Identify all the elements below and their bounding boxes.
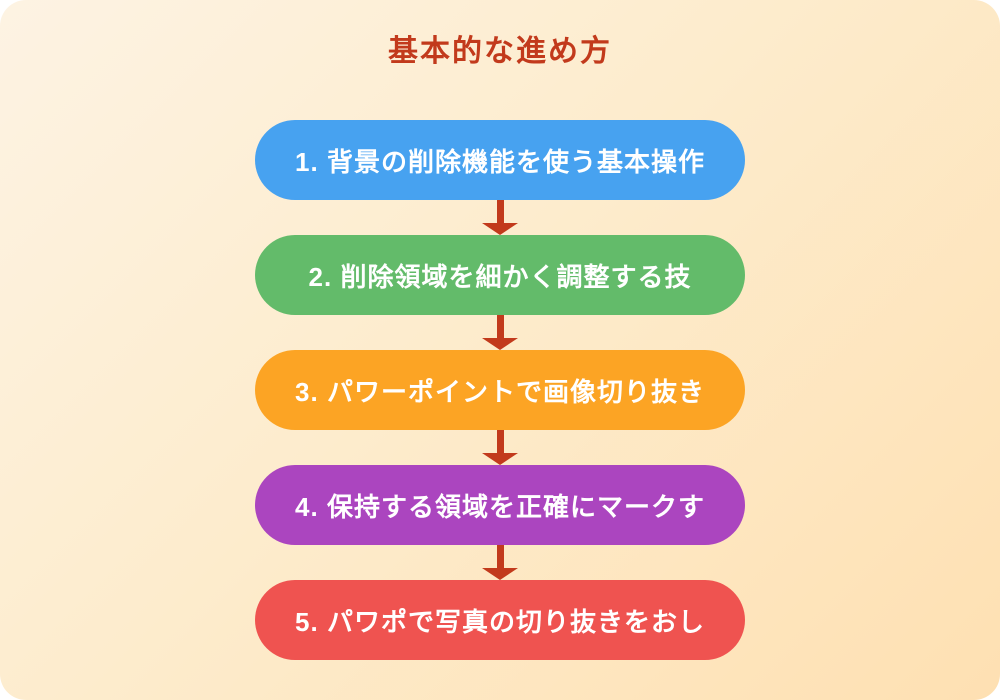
arrow-shaft [496,315,504,338]
step-pill-3: 3. パワーポイントで画像切り抜き [255,350,745,430]
step-pill-2: 2. 削除領域を細かく調整する技 [255,235,745,315]
arrow-head [482,338,518,350]
arrow-head [482,453,518,465]
arrow-head [482,568,518,580]
down-arrow-icon [482,430,518,465]
step-pill-1: 1. 背景の削除機能を使う基本操作 [255,120,745,200]
step-pill-5: 5. パワポで写真の切り抜きをおし [255,580,745,660]
arrow-shaft [496,430,504,453]
down-arrow-icon [482,200,518,235]
step-pill-4: 4. 保持する領域を正確にマークす [255,465,745,545]
arrow-head [482,223,518,235]
page-title: 基本的な進め方 [388,35,612,68]
arrow-shaft [496,200,504,223]
down-arrow-icon [482,315,518,350]
down-arrow-icon [482,545,518,580]
arrow-shaft [496,545,504,568]
flow-diagram: 1. 背景の削除機能を使う基本操作 2. 削除領域を細かく調整する技 3. パワ… [0,120,1000,660]
